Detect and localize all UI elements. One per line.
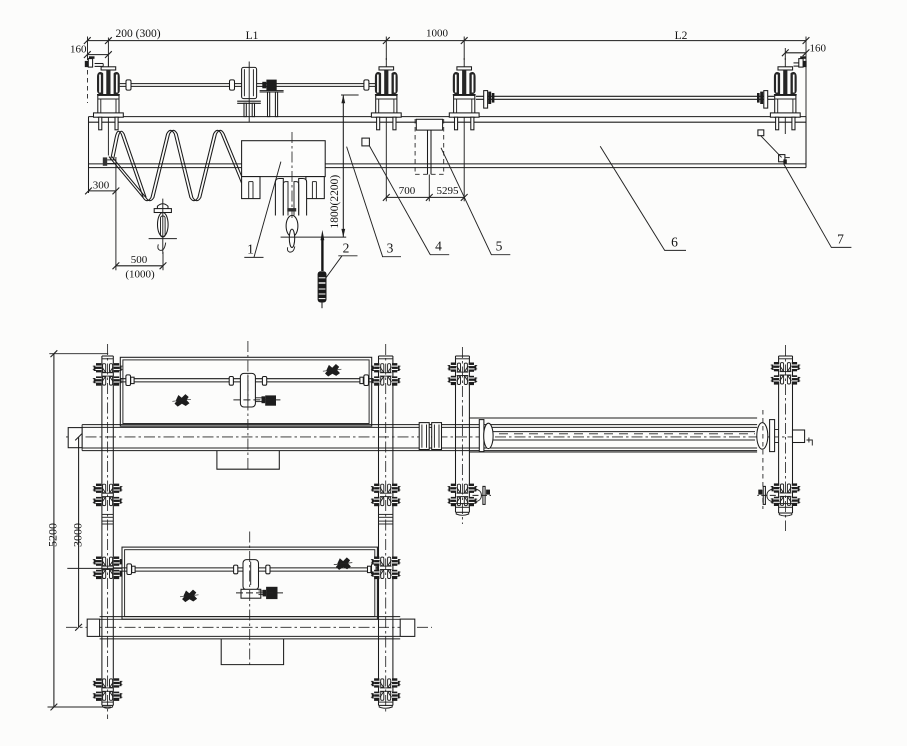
svg-text:2: 2 <box>343 241 350 256</box>
svg-text:L1: L1 <box>246 30 259 42</box>
svg-text:(1000): (1000) <box>125 269 155 281</box>
svg-text:6: 6 <box>671 234 678 249</box>
svg-text:1: 1 <box>247 241 254 256</box>
svg-text:1800(2200): 1800(2200) <box>329 175 341 229</box>
svg-text:700: 700 <box>399 185 416 197</box>
svg-text:200 (300): 200 (300) <box>116 28 161 40</box>
svg-text:5200: 5200 <box>46 523 60 547</box>
svg-text:160: 160 <box>70 44 87 56</box>
svg-text:1000: 1000 <box>426 28 449 40</box>
svg-text:3: 3 <box>387 241 394 256</box>
svg-text:L2: L2 <box>675 30 688 42</box>
svg-text:5295: 5295 <box>437 185 460 197</box>
svg-text:3000: 3000 <box>71 523 85 547</box>
svg-text:5: 5 <box>496 239 503 254</box>
svg-text:7: 7 <box>837 231 844 246</box>
svg-text:500: 500 <box>131 254 148 266</box>
svg-text:4: 4 <box>435 239 442 254</box>
svg-text:160: 160 <box>810 43 827 55</box>
svg-text:300: 300 <box>93 179 110 191</box>
